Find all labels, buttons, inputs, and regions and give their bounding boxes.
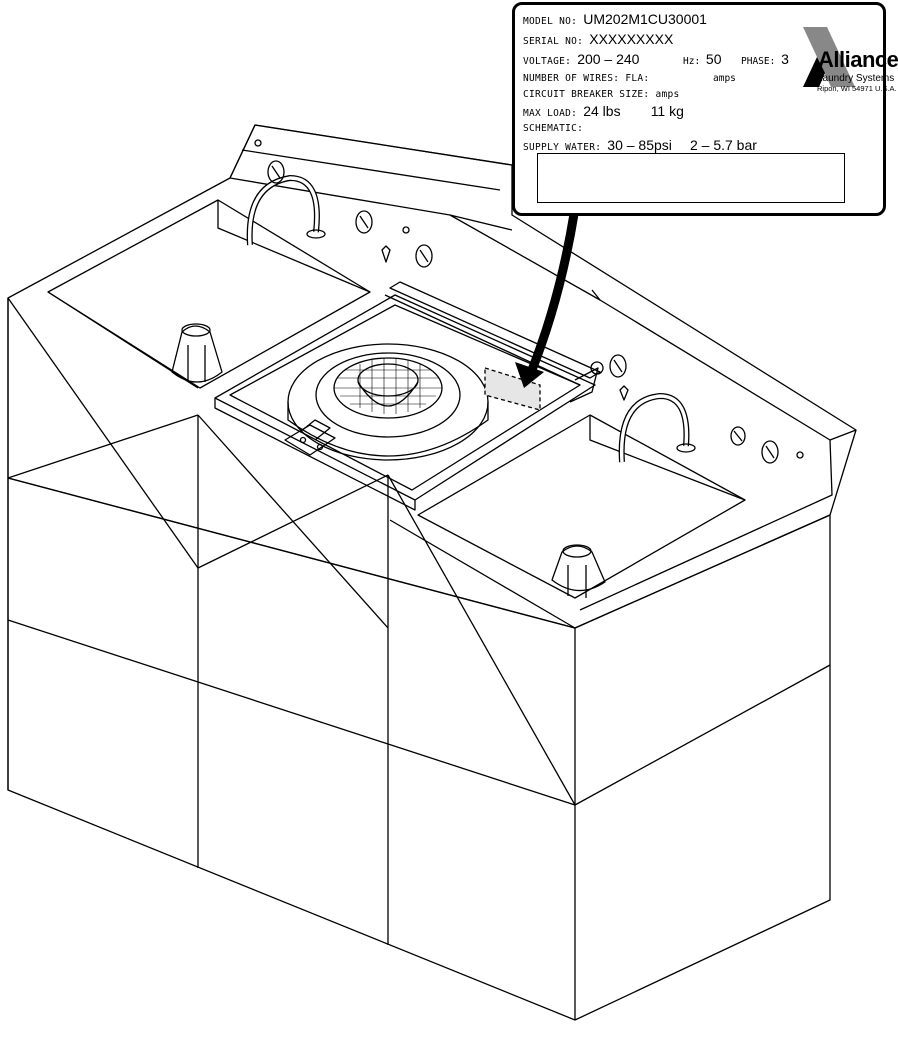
hz-field: Hz: 50	[683, 51, 721, 67]
callout-arrow-icon	[525, 213, 579, 377]
phase-field: PHASE: 3	[741, 51, 789, 67]
model-value: UM202M1CU30001	[583, 11, 707, 27]
cabinet-side	[574, 514, 831, 1021]
extractor-drum-outer	[287, 343, 489, 461]
extractor-lid-frame	[214, 294, 596, 501]
control-knob-icon	[267, 160, 779, 464]
model-label: MODEL NO:	[523, 16, 578, 27]
water-line: SUPPLY WATER: 30 – 85psi 2 – 5.7 bar	[523, 137, 757, 153]
cabinet-front	[7, 298, 576, 1021]
maxload-line: MAX LOAD: 24 lbs 11 kg	[523, 103, 684, 119]
breaker-label: CIRCUIT BREAKER SIZE:	[523, 89, 650, 100]
right-tub	[417, 414, 746, 599]
breaker-line: CIRCUIT BREAKER SIZE: amps	[523, 89, 680, 100]
voltage-value: 200 – 240	[577, 51, 640, 67]
wires-line: NUMBER OF WIRES: FLA:	[523, 73, 649, 84]
phase-label: PHASE:	[741, 56, 776, 67]
left-agitator	[171, 325, 223, 383]
right-faucet-icon	[618, 393, 690, 463]
maxload-lbs: 24 lbs	[583, 103, 621, 119]
voltage-label: VOLTAGE:	[523, 56, 572, 67]
water-bar: 2 – 5.7 bar	[689, 137, 757, 153]
right-agitator	[551, 545, 606, 592]
serial-value: XXXXXXXXX	[589, 31, 674, 47]
fla-label: FLA:	[625, 73, 650, 84]
hz-label: Hz:	[683, 56, 701, 67]
model-line: MODEL NO: UM202M1CU30001	[523, 11, 707, 27]
maxload-label: MAX LOAD:	[523, 108, 578, 119]
control-panel-back	[229, 124, 857, 441]
voltage-line: VOLTAGE: 200 – 240	[523, 51, 639, 67]
fla-amps: amps	[713, 73, 736, 84]
nameplate-callout: MODEL NO: UM202M1CU30001 SERIAL NO: XXXX…	[512, 2, 898, 216]
left-tub	[47, 199, 371, 389]
lid-hinge-bar	[389, 281, 601, 379]
hz-value: 50	[705, 51, 722, 67]
alliance-logo-icon	[803, 27, 855, 87]
brand-subtitle: Laundry Systems	[817, 73, 895, 84]
schematic-box	[537, 153, 845, 203]
schematic-line: SCHEMATIC:	[523, 123, 584, 134]
water-psi: 30 – 85psi	[607, 137, 672, 153]
phase-value: 3	[781, 51, 789, 67]
serial-label: SERIAL NO:	[523, 36, 584, 47]
brand-name: Alliance	[818, 47, 898, 72]
serial-line: SERIAL NO: XXXXXXXXX	[523, 31, 673, 47]
water-label: SUPPLY WATER:	[523, 142, 602, 153]
breaker-amps: amps	[655, 89, 680, 100]
wires-label: NUMBER OF WIRES:	[523, 73, 620, 84]
indicator-light-icon	[254, 139, 804, 459]
brand-address: Ripon, WI 54971 U.S.A.	[817, 84, 897, 93]
maxload-kg: 11 kg	[650, 103, 684, 119]
